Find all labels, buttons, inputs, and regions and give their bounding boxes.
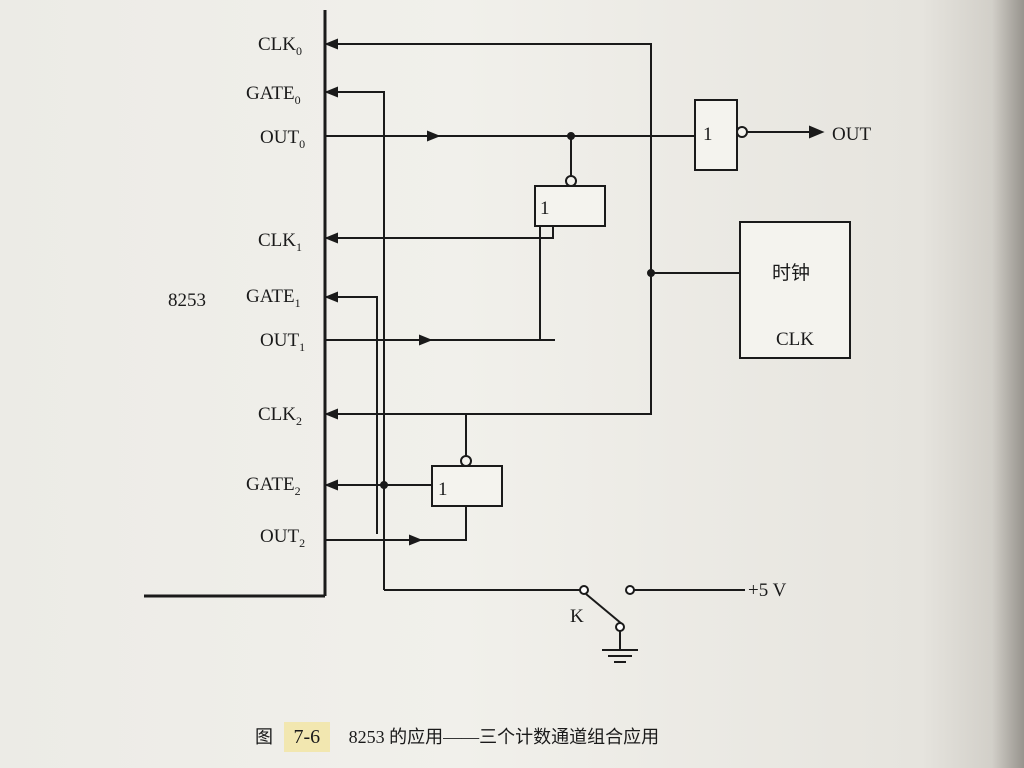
switch-k: K xyxy=(570,593,625,650)
wire-gate0 xyxy=(324,86,385,590)
pin-clk2-sub: 2 xyxy=(296,414,302,428)
inverter-low-label: 1 xyxy=(438,479,448,500)
caption-text: 8253 的应用——三个计数通道组合应用 xyxy=(348,727,660,747)
pin-out2-sub: 2 xyxy=(299,536,305,550)
pin-out1-name: OUT xyxy=(260,330,299,351)
svg-text:CLK2: CLK2 xyxy=(258,404,302,428)
clock-label: CLK xyxy=(776,329,814,350)
clock-title: 时钟 xyxy=(772,262,810,284)
wire-clk2 xyxy=(324,269,740,420)
svg-text:OUT1: OUT1 xyxy=(260,330,305,354)
wire-supply xyxy=(384,585,745,595)
pin-out2-name: OUT xyxy=(260,526,299,547)
ground-icon xyxy=(602,649,638,663)
pin-clk2-name: CLK xyxy=(258,404,296,425)
pin-gate2-name: GATE xyxy=(246,474,295,495)
pin-clk2: CLK2 xyxy=(258,404,302,428)
svg-text:OUT0: OUT0 xyxy=(260,127,305,151)
inverter-mid-label: 1 xyxy=(540,198,550,219)
inverter-gate-out: 1 xyxy=(694,99,748,171)
pin-clk1-sub: 1 xyxy=(296,240,302,254)
pin-gate0: GATE0 xyxy=(246,83,301,107)
figure-caption: 图 7-6 8253 的应用——三个计数通道组合应用 xyxy=(255,722,659,752)
svg-text:GATE2: GATE2 xyxy=(246,474,301,498)
wire-out0 xyxy=(325,130,695,142)
switch-label: K xyxy=(570,606,584,627)
pin-gate1: GATE1 xyxy=(246,286,301,310)
svg-text:CLK0: CLK0 xyxy=(258,34,302,58)
pin-out1-sub: 1 xyxy=(299,340,305,354)
inverter-gate-low: 1 xyxy=(431,455,503,507)
pin-gate2: GATE2 xyxy=(246,474,301,498)
pin-clk1: CLK1 xyxy=(258,230,302,254)
pin-gate0-sub: 0 xyxy=(295,93,301,107)
pin-out1: OUT1 xyxy=(260,330,305,354)
clock-box: 时钟 CLK xyxy=(739,221,851,359)
wire-gate2 xyxy=(324,479,432,491)
wire-out0-tap xyxy=(567,132,575,182)
caption-figure-number: 7-6 xyxy=(283,722,331,752)
supply-label: +5 V xyxy=(748,580,787,601)
wire-clk0 xyxy=(324,38,652,273)
output-label: OUT xyxy=(832,124,871,145)
wire-out-final xyxy=(747,125,825,139)
pin-gate1-name: GATE xyxy=(246,286,295,307)
chip-8253: 8253 xyxy=(144,10,327,598)
svg-text:OUT2: OUT2 xyxy=(260,526,305,550)
page-edge-shadow xyxy=(992,0,1024,768)
pin-out2: OUT2 xyxy=(260,526,305,550)
pin-out0-name: OUT xyxy=(260,127,299,148)
inverter-gate-mid: 1 xyxy=(534,175,606,227)
chip-name: 8253 xyxy=(168,290,206,311)
pin-gate1-sub: 1 xyxy=(295,296,301,310)
inverter-out-label: 1 xyxy=(703,124,713,145)
pin-clk1-name: CLK xyxy=(258,230,296,251)
wire-out1 xyxy=(325,225,555,346)
pin-out0-sub: 0 xyxy=(299,137,305,151)
pin-clk0-sub: 0 xyxy=(296,44,302,58)
svg-text:GATE1: GATE1 xyxy=(246,286,301,310)
wire-out2 xyxy=(325,507,467,546)
svg-text:CLK1: CLK1 xyxy=(258,230,302,254)
pin-gate0-name: GATE xyxy=(246,83,295,104)
pin-gate2-sub: 2 xyxy=(295,484,301,498)
pin-clk0-name: CLK xyxy=(258,34,296,55)
caption-prefix: 图 xyxy=(255,727,273,747)
pin-out0: OUT0 xyxy=(260,127,305,151)
svg-text:GATE0: GATE0 xyxy=(246,83,301,107)
wire-clk1 xyxy=(324,225,554,244)
pin-clk0: CLK0 xyxy=(258,34,302,58)
